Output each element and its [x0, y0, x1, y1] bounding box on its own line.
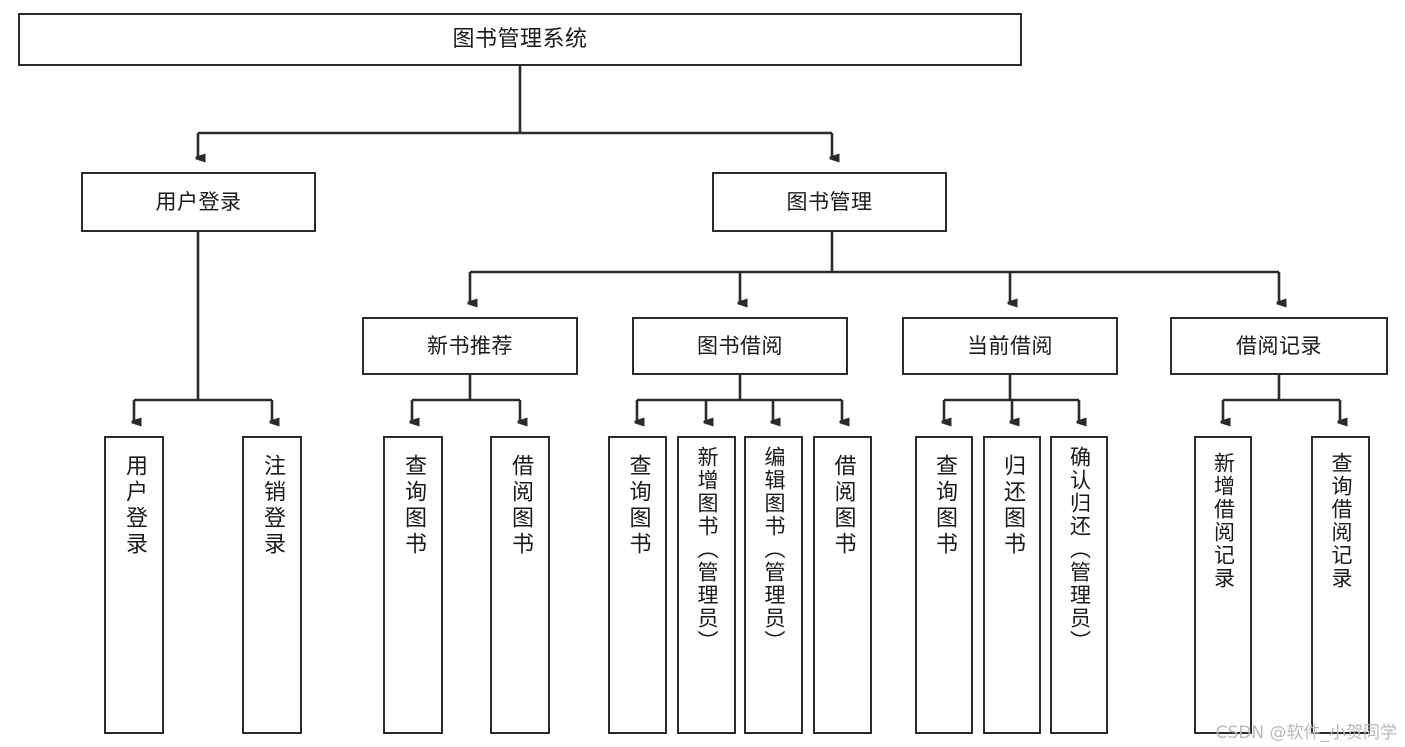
node-label: 确认归还（管理员）: [1067, 446, 1092, 653]
node-label: 归还图书: [1000, 454, 1025, 558]
node-root-book-management-system[interactable]: 图书管理系统: [18, 13, 1022, 66]
node-label: 用户登录: [155, 189, 242, 214]
node-label: 查询借阅记录: [1329, 452, 1353, 590]
node-leaf-borrow-book-2[interactable]: 借阅图书: [813, 436, 872, 734]
node-label: 编辑图书（管理员）: [762, 446, 786, 653]
node-label: 图书管理系统: [452, 26, 588, 52]
node-label: 图书借阅: [697, 333, 783, 358]
node-label: 查询图书: [401, 454, 426, 558]
node-label: 新书推荐: [427, 333, 513, 358]
node-leaf-query-book-3[interactable]: 查询图书: [915, 436, 973, 734]
node-leaf-user-login[interactable]: 用户登录: [104, 436, 164, 734]
node-leaf-logout-login[interactable]: 注销登录: [242, 436, 302, 734]
node-leaf-edit-book-admin[interactable]: 编辑图书（管理员）: [744, 436, 803, 734]
csdn-watermark: CSDN @软件_小贺同学: [1215, 723, 1397, 743]
node-label: 借阅记录: [1236, 333, 1322, 358]
node-label: 借阅图书: [508, 454, 533, 558]
node-label: 查询图书: [625, 454, 651, 558]
node-book-borrow[interactable]: 图书借阅: [632, 317, 848, 375]
node-leaf-add-borrow-record[interactable]: 新增借阅记录: [1194, 436, 1252, 734]
node-label: 新增图书（管理员）: [695, 446, 719, 653]
node-label: 注销登录: [260, 454, 285, 558]
node-leaf-query-book-2[interactable]: 查询图书: [608, 436, 667, 734]
node-label: 图书管理: [786, 189, 873, 214]
node-leaf-query-borrow-record[interactable]: 查询借阅记录: [1311, 436, 1370, 734]
node-borrow-record[interactable]: 借阅记录: [1170, 317, 1388, 375]
node-leaf-return-book[interactable]: 归还图书: [983, 436, 1041, 734]
node-leaf-add-book-admin[interactable]: 新增图书（管理员）: [677, 436, 736, 734]
node-current-borrow[interactable]: 当前借阅: [902, 317, 1118, 375]
node-label: 用户登录: [122, 454, 147, 558]
node-label: 当前借阅: [967, 333, 1053, 358]
node-label: 借阅图书: [830, 454, 856, 558]
node-user-login[interactable]: 用户登录: [81, 172, 316, 232]
node-label: 查询图书: [932, 454, 957, 558]
node-label: 新增借阅记录: [1211, 452, 1236, 590]
node-leaf-borrow-book-1[interactable]: 借阅图书: [490, 436, 550, 734]
node-leaf-query-book-1[interactable]: 查询图书: [383, 436, 443, 734]
node-leaf-confirm-return-admin[interactable]: 确认归还（管理员）: [1050, 436, 1108, 734]
node-new-book-recommend[interactable]: 新书推荐: [362, 317, 578, 375]
node-book-management[interactable]: 图书管理: [712, 172, 947, 232]
